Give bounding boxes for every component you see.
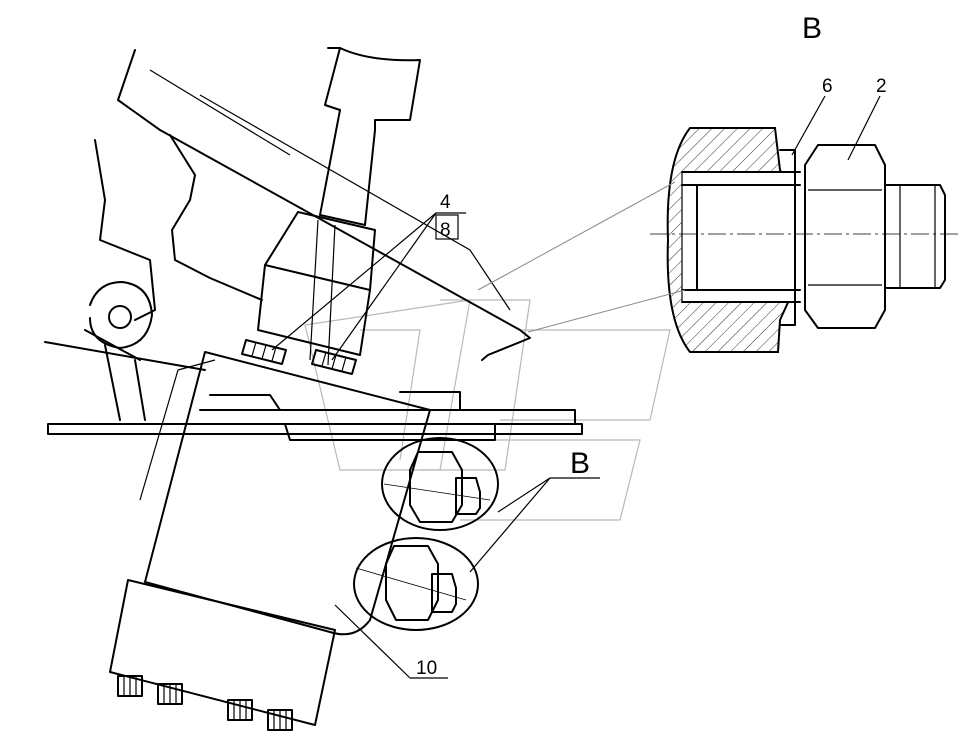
callout-8: 8: [440, 220, 451, 241]
push-rod: [257, 47, 421, 366]
callout-10: 10: [416, 658, 437, 679]
section-view-b: [650, 127, 960, 353]
terminal-pins: [117, 675, 293, 731]
watermark: [304, 299, 671, 521]
leader-lines: [271, 95, 881, 679]
base-plate: [44, 341, 583, 441]
callout-6: 6: [822, 76, 833, 97]
callout-4: 4: [440, 192, 451, 213]
detail-b-upper: [381, 437, 499, 531]
nut-4: [241, 339, 287, 365]
nut-8: [311, 349, 357, 375]
section-label-b: B: [802, 12, 822, 45]
valve-body: [109, 351, 431, 731]
detail-b-lower: [353, 537, 479, 631]
callout-2: 2: [876, 76, 887, 97]
detail-label-b: B: [570, 447, 590, 480]
pedal-lever: [84, 49, 531, 421]
label-box-8: [435, 214, 459, 240]
construction-lines: [477, 181, 686, 333]
